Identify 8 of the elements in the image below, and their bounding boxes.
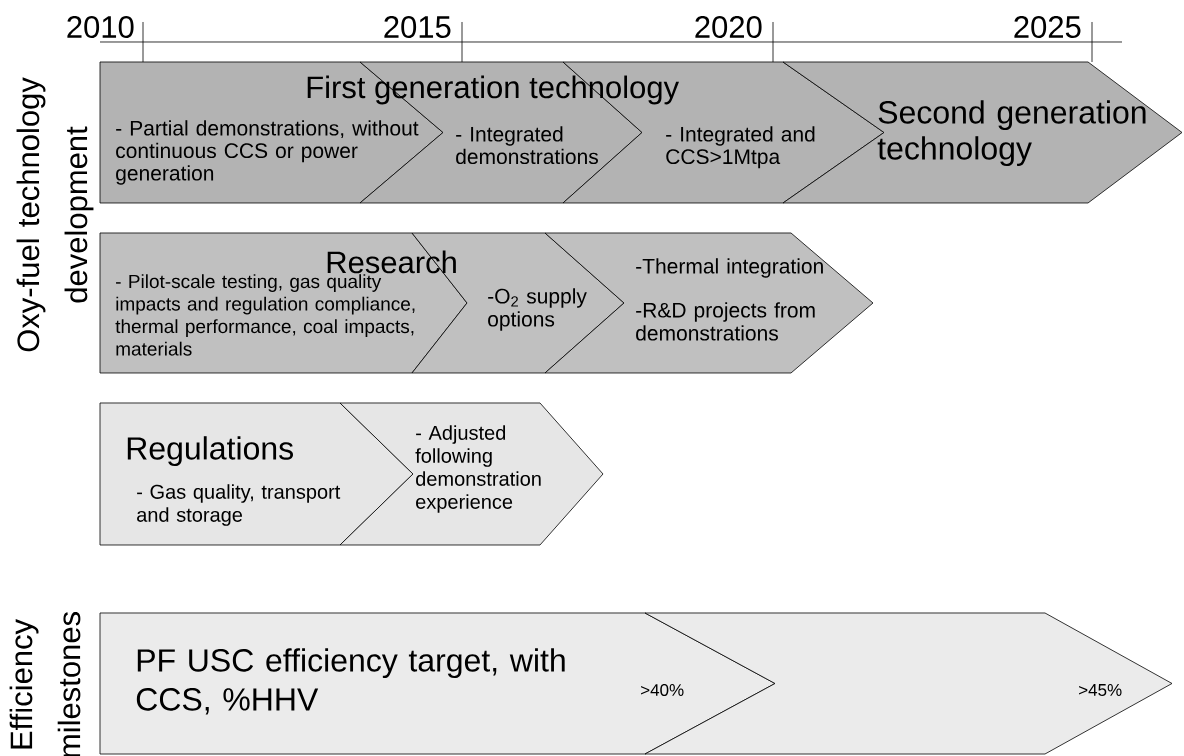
year-label: 2020: [695, 16, 762, 38]
node-label: >45%: [1079, 684, 1122, 696]
phase-band: Regulations - Gas quality, transport and storage: [99, 402, 414, 546]
phase-band: - Adjusted following demonstration experience: [339, 402, 604, 546]
year-label: 2010: [67, 16, 134, 38]
row-label: Oxy-fuel technology development: [16, 77, 94, 352]
year-label: 2015: [384, 16, 451, 38]
node-label: Second generation technology: [877, 100, 1146, 167]
